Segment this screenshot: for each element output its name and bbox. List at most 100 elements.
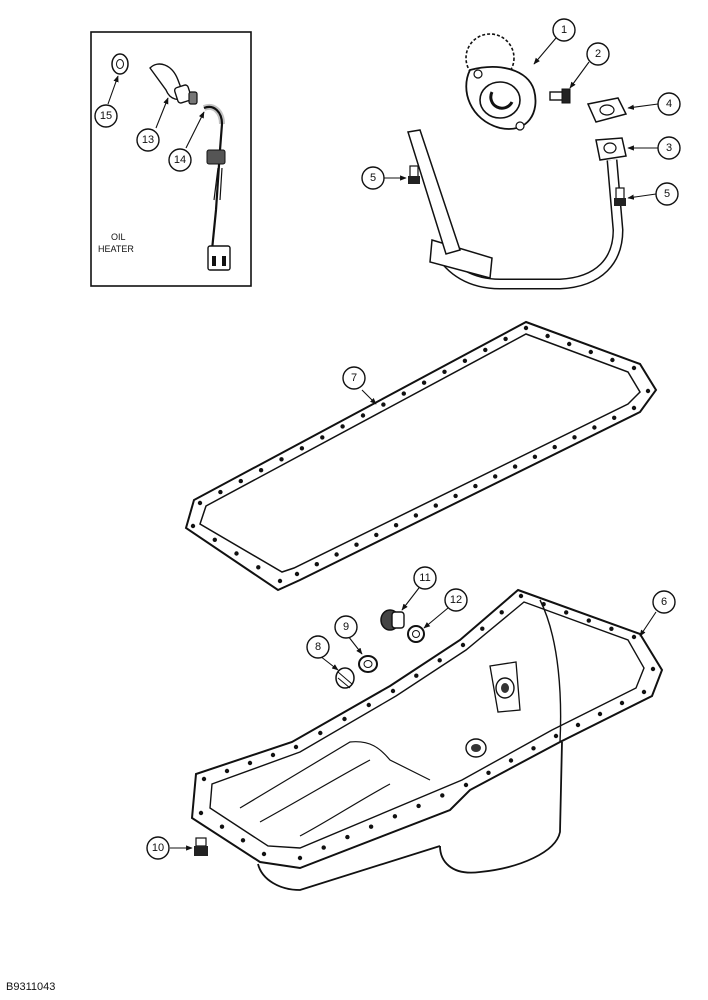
pan-bolt-hole <box>508 758 514 763</box>
gasket-bolt-hole <box>238 478 243 484</box>
bolt-part-2 <box>549 88 571 104</box>
pickup-tube-part-3 <box>407 129 627 290</box>
gasket-bolt-hole <box>393 523 399 528</box>
gasket-bolt-hole <box>218 489 223 495</box>
pan-bolt-hole <box>392 814 398 819</box>
gasket-bolt-hole <box>612 415 617 420</box>
callout-5-right-label: 5 <box>664 188 670 200</box>
pan-bolt-hole <box>366 702 371 708</box>
gasket-bolt-hole <box>334 552 339 557</box>
gasket-bolt-hole <box>473 483 478 489</box>
leader-lines <box>107 37 659 851</box>
gasket-bolt-hole <box>503 336 508 342</box>
callout-8: 8 <box>306 635 330 659</box>
pan-bolt-hole <box>416 803 421 809</box>
callout-7-label: 7 <box>351 372 357 384</box>
pan-bolt-hole <box>345 834 350 840</box>
gasket-bolt-hole <box>212 537 217 542</box>
pan-bolt-hole <box>414 673 419 678</box>
washer-part-12 <box>407 625 425 643</box>
callout-2: 2 <box>586 42 610 66</box>
pan-bolt-hole <box>597 711 603 717</box>
gasket-bolt-hole <box>572 435 577 440</box>
callout-9: 9 <box>334 615 358 639</box>
drain-plug-part-10 <box>194 837 208 856</box>
oil-heater-inset: OIL HEATER <box>90 31 252 287</box>
gasket-bolt-hole <box>588 349 593 355</box>
gasket-bolt-hole <box>631 365 637 371</box>
pan-bolt-hole <box>240 838 246 843</box>
gasket-bolt-hole <box>523 325 529 331</box>
gasket-bolt-hole <box>413 513 419 518</box>
callouts: 1 2 4 3 5 5 15 13 14 7 11 12 9 8 6 10 <box>94 18 681 860</box>
callout-15: 15 <box>94 104 118 128</box>
pan-bolt-hole <box>247 760 253 766</box>
callout-11-label: 11 <box>419 572 430 584</box>
gasket-part-4 <box>586 97 628 123</box>
gasket-bolt-hole <box>360 413 366 418</box>
gasket-bolt-hole <box>462 358 468 363</box>
pan-bolt-hole <box>531 746 536 751</box>
callout-1: 1 <box>552 18 576 42</box>
pan-bolt-hole <box>368 824 374 829</box>
heater-element-part-13 <box>149 63 198 105</box>
gasket-bolt-hole <box>610 357 615 363</box>
pan-bolt-hole <box>201 776 207 782</box>
oil-pump-part-1 <box>465 33 537 131</box>
callout-9-label: 9 <box>343 621 349 633</box>
callout-8-label: 8 <box>315 641 321 653</box>
gasket-bolt-hole <box>381 402 386 407</box>
gasket-bolt-hole <box>258 468 264 473</box>
gasket-bolt-hole <box>294 571 300 577</box>
callout-6: 6 <box>652 590 676 614</box>
gasket-bolt-hole <box>512 464 518 469</box>
gasket-bolt-hole <box>299 446 305 451</box>
gasket-bolt-hole <box>256 565 261 570</box>
bolt-part-5-right <box>614 187 626 206</box>
callout-13-label: 13 <box>142 134 154 146</box>
drain-plug-part-8 <box>335 667 355 689</box>
callout-5-right: 5 <box>655 182 679 206</box>
callout-3-label: 3 <box>666 142 672 154</box>
callout-3: 3 <box>657 136 681 160</box>
callout-15-label: 15 <box>100 110 112 122</box>
pan-bolt-hole <box>575 722 581 728</box>
gasket-bolt-hole <box>493 474 498 479</box>
gasket-bolt-hole <box>631 405 637 411</box>
pan-bolt-hole <box>518 593 524 599</box>
pan-bolt-hole <box>198 810 204 816</box>
pan-bolt-hole <box>631 634 637 640</box>
callout-4: 4 <box>657 92 681 116</box>
callout-7: 7 <box>342 366 366 390</box>
callout-4-label: 4 <box>666 98 672 110</box>
pan-bolt-hole <box>609 626 614 631</box>
pan-bolt-hole <box>390 688 396 694</box>
plug-part-11 <box>380 609 405 631</box>
pan-bolt-hole <box>499 610 504 615</box>
callout-11: 11 <box>413 566 437 590</box>
gasket-bolt-hole <box>532 454 538 459</box>
pan-bolt-hole <box>641 689 647 695</box>
inset-caption-line2: HEATER <box>98 244 134 254</box>
oil-pan-part-6 <box>190 588 664 891</box>
gasket-bolt-hole <box>552 444 557 450</box>
inset-caption-line1: OIL <box>111 232 126 242</box>
pan-bolt-hole <box>219 824 225 829</box>
gasket-bolt-hole <box>567 341 572 347</box>
callout-2-label: 2 <box>595 48 601 60</box>
gasket-bolt-hole <box>421 380 427 385</box>
pan-bolt-hole <box>650 666 656 672</box>
gasket-bolt-hole <box>401 391 406 396</box>
pan-bolt-hole <box>224 768 230 774</box>
gasket-bolt-hole <box>314 562 319 567</box>
gasket-bolt-hole <box>592 425 597 430</box>
callout-14: 14 <box>168 148 192 172</box>
washer-part-9 <box>358 655 378 673</box>
gasket-bolt-hole <box>340 424 345 429</box>
gasket-bolt-hole <box>374 532 379 538</box>
callout-5-left-label: 5 <box>370 172 376 184</box>
bolt-part-5-left <box>408 165 420 184</box>
gasket-bolt-hole <box>320 435 325 440</box>
pan-gasket-part-7 <box>184 320 658 592</box>
